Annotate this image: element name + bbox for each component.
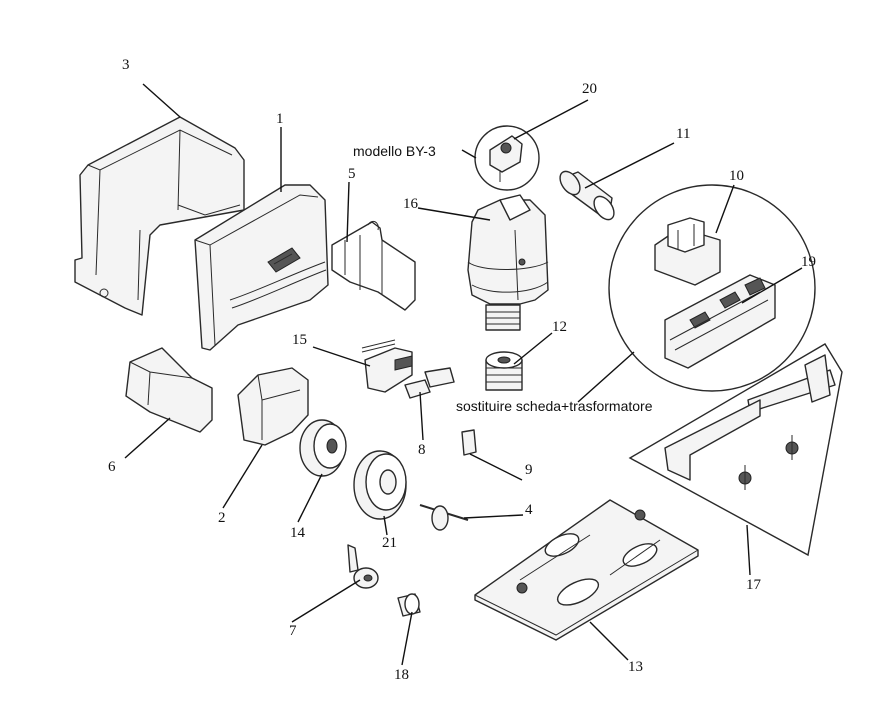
callout-4: 4 [525, 502, 533, 518]
callout-18: 18 [394, 667, 409, 683]
callout-5: 5 [348, 166, 356, 182]
part-17-anchor-kit [628, 343, 843, 557]
callout-6: 6 [108, 459, 116, 475]
callout-15: 15 [292, 332, 307, 348]
part-1-housing [194, 184, 329, 351]
part-13-baseplate [474, 499, 699, 641]
part-4-shaft [419, 504, 469, 531]
part-19-circuit-board [664, 274, 776, 369]
callout-10: 10 [729, 168, 744, 184]
part-9-clip [461, 429, 477, 456]
callout-14: 14 [290, 525, 306, 541]
part-21-gear [353, 450, 407, 520]
callout-21: 21 [382, 535, 397, 551]
callout-12: 12 [552, 319, 567, 335]
callout-13: 13 [628, 659, 643, 675]
callout-2: 2 [218, 510, 226, 526]
leader-lines [124, 83, 803, 666]
callout-3: 3 [122, 57, 130, 73]
callout-9: 9 [525, 462, 533, 478]
part-3-cover [74, 116, 245, 316]
part-5-bracket [331, 220, 416, 311]
part-20-plug-inset [474, 125, 540, 191]
replace-note: sostituire scheda+trasformatore [456, 398, 653, 414]
callout-17: 17 [746, 577, 762, 593]
callout-11: 11 [676, 126, 690, 142]
callout-16: 16 [403, 196, 419, 212]
part-7-lock [347, 544, 379, 589]
part-19-inset-circle [608, 184, 816, 392]
model-note: modello BY-3 [353, 143, 436, 159]
part-6-base [125, 347, 213, 433]
callout-7: 7 [289, 623, 297, 639]
callout-1: 1 [276, 111, 284, 127]
part-18-key [397, 593, 421, 617]
part-14-pinion [299, 419, 347, 477]
callout-19: 19 [801, 254, 816, 270]
part-2-gear-cover [237, 367, 309, 446]
part-12-worm [485, 351, 523, 391]
part-16-motor [467, 194, 549, 331]
callout-20: 20 [582, 81, 597, 97]
part-10-transformer [654, 217, 721, 286]
callout-numbers: 3 1 5 20 11 16 10 19 12 15 8 9 4 6 2 14 … [108, 57, 816, 683]
part-15-limit-switch [361, 339, 413, 393]
callout-8: 8 [418, 442, 426, 458]
part-11-capacitor [559, 170, 615, 221]
part-8-connectors [404, 367, 455, 399]
